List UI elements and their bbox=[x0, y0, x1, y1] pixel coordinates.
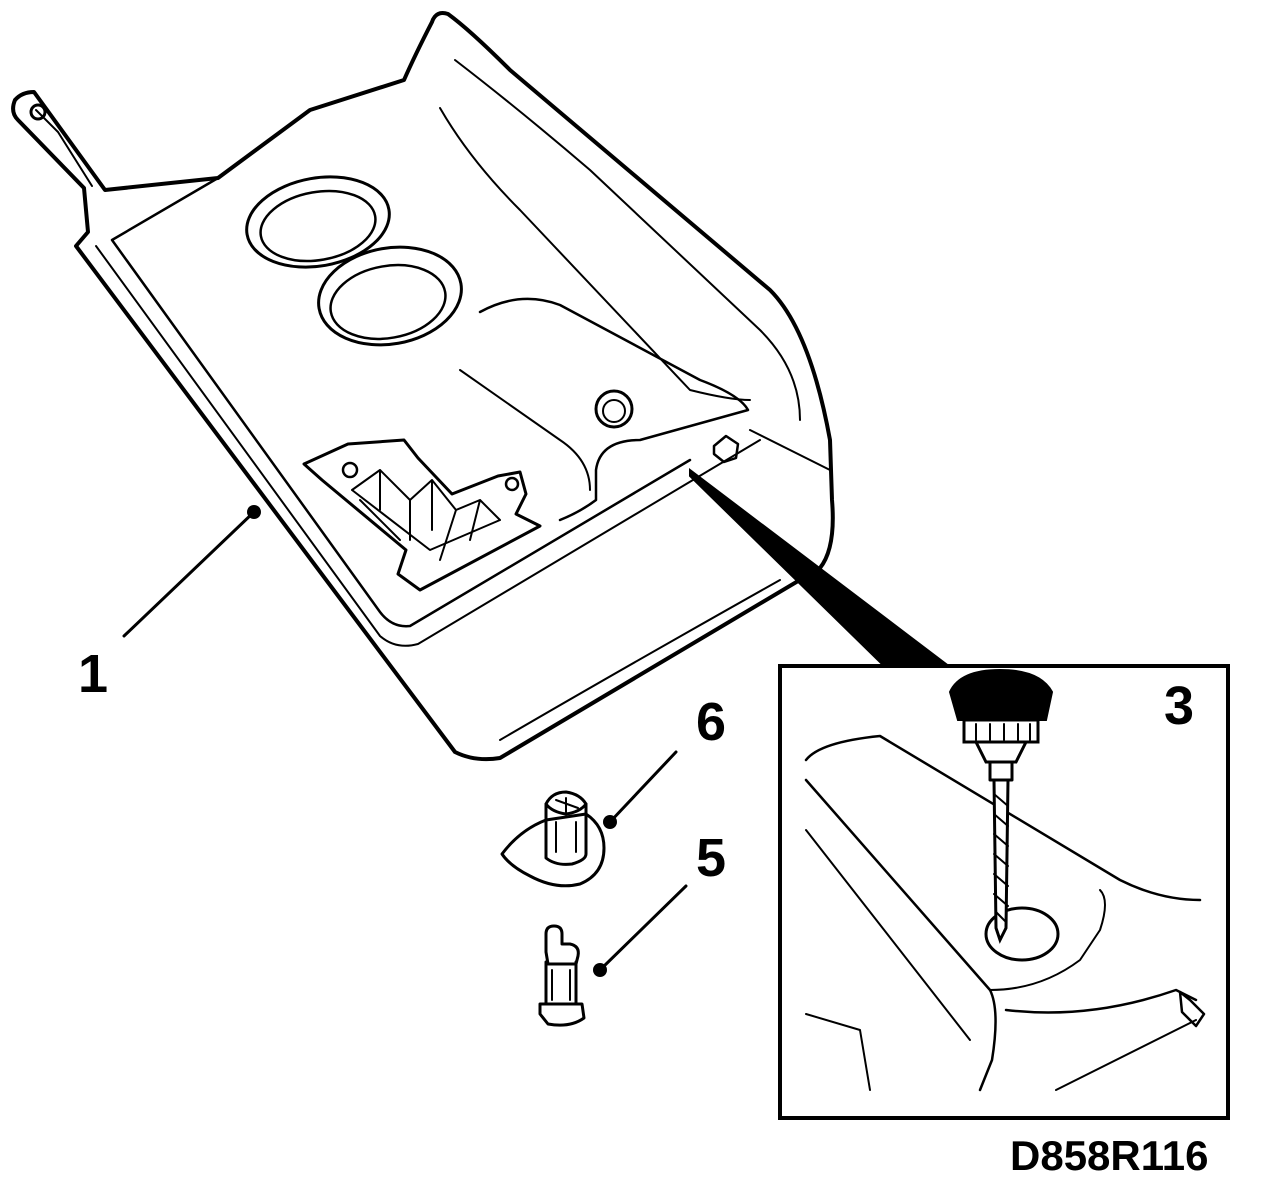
leader-dot-5 bbox=[593, 963, 607, 977]
leader-dot-1 bbox=[247, 505, 261, 519]
reference-code: D858R116 bbox=[1010, 1132, 1209, 1179]
console-tray-part bbox=[11, 11, 835, 762]
callout-6: 6 bbox=[696, 692, 726, 752]
clip-part-6 bbox=[500, 790, 606, 888]
callout-3: 3 bbox=[1164, 676, 1194, 736]
pin-part-5 bbox=[538, 924, 586, 1027]
callout-1: 1 bbox=[78, 644, 108, 704]
callout-5: 5 bbox=[696, 828, 726, 888]
mounting-bracket bbox=[302, 438, 542, 592]
drilling-detail-inset bbox=[689, 467, 1230, 1120]
leader-dot-6 bbox=[603, 815, 617, 829]
leader-lines bbox=[122, 505, 688, 977]
